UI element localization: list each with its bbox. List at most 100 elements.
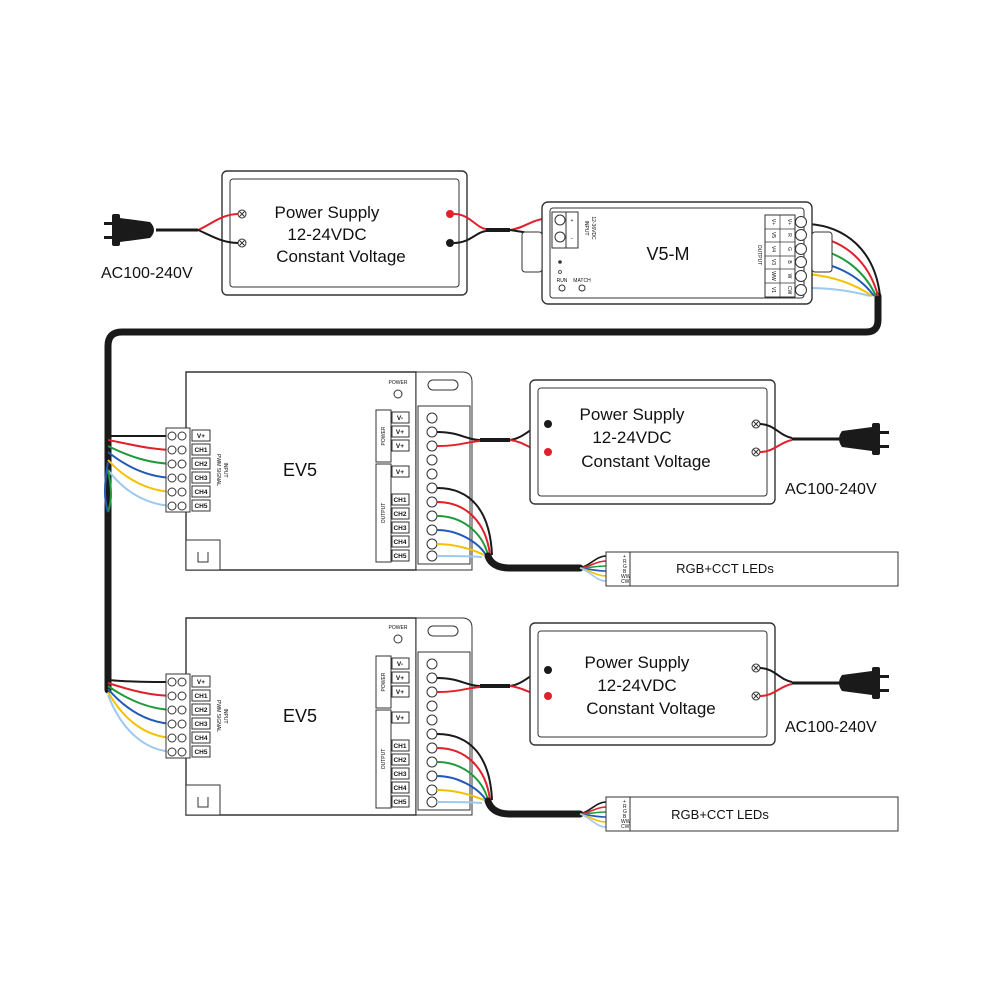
dc-positive-terminal — [446, 210, 454, 218]
dc-positive-terminal — [544, 692, 552, 700]
controller-output-label: OUTPUT — [756, 245, 762, 266]
svg-text:CW: CW — [786, 286, 792, 295]
status-led-icon — [393, 634, 403, 644]
repeater-1-input-wires — [104, 434, 177, 513]
controller-input-label: INPUT — [583, 221, 589, 236]
svg-text:CW: CW — [621, 824, 630, 830]
controller-output-terminals: V+ R G B W CW V+ V5 V4 V3 WW V1 — [764, 214, 807, 298]
dc-positive-terminal — [544, 448, 552, 456]
svg-text:G: G — [623, 564, 627, 570]
controller-input-voltage: 12-36VDC — [590, 216, 596, 240]
svg-text:R: R — [786, 233, 792, 237]
screw-terminal-icon — [751, 663, 761, 701]
svg-text:CH5: CH5 — [194, 503, 207, 510]
led-strip-1-label: RGB+CCT LEDs — [676, 561, 774, 576]
svg-text:R: R — [623, 804, 627, 810]
ac-plug-icon — [839, 667, 889, 699]
svg-text:WW: WW — [621, 819, 631, 825]
svg-text:B: B — [786, 260, 792, 264]
svg-text:CH5: CH5 — [393, 553, 406, 560]
signal-bus-cable — [104, 292, 882, 694]
svg-text:V-: V- — [397, 415, 403, 422]
repeater-1-output-group: OUTPUT — [381, 503, 387, 524]
power-supply-1: Power Supply 12-24VDC Constant Voltage — [221, 170, 468, 296]
mounting-slot-icon — [197, 552, 209, 563]
svg-text:V3: V3 — [770, 259, 776, 265]
repeater-2-name: EV5 — [283, 706, 317, 726]
power-supply-1-line3: Constant Voltage — [276, 247, 405, 266]
repeater-2-input-label: INPUT — [222, 709, 228, 724]
repeater-1-input-sub: PWM SIGNAL — [215, 454, 221, 486]
svg-text:R: R — [623, 559, 627, 565]
ac-plug-icon — [104, 214, 154, 246]
svg-text:V1: V1 — [770, 287, 776, 293]
svg-text:CH4: CH4 — [393, 785, 406, 792]
power-supply-3: Power Supply 12-24VDC Constant Voltage — [529, 622, 776, 746]
repeater-2-output-group: OUTPUT — [381, 749, 387, 770]
status-led-icon — [393, 389, 403, 399]
power-supply-2-line2: 12-24VDC — [592, 428, 671, 447]
ac-input-wires-1 — [156, 213, 239, 244]
svg-text:CH3: CH3 — [194, 475, 207, 482]
svg-text:B: B — [623, 814, 627, 820]
repeater-ev5-2: POWER EV5 V+ CH1 CH2 CH3 CH4 CH5 INPUT P… — [165, 617, 473, 816]
power-supply-1-line2: 12-24VDC — [287, 225, 366, 244]
match-button[interactable] — [578, 284, 586, 292]
svg-text:CH1: CH1 — [194, 693, 207, 700]
led-strip-1: + R G B WW CW RGB+CCT LEDs — [605, 551, 899, 587]
svg-text:V+: V+ — [396, 689, 404, 696]
repeater-1-right-labels: V- V+ V+ V+ CH1 CH2 CH3 CH4 CH5 — [391, 411, 410, 562]
repeater-2-power-group: POWER — [381, 672, 387, 691]
power-supply-3-line2: 12-24VDC — [597, 676, 676, 695]
led-cable-1 — [484, 552, 584, 572]
svg-text:G: G — [786, 247, 792, 251]
ac-label-3: AC100-240V — [785, 719, 877, 736]
svg-text:CH2: CH2 — [393, 511, 406, 518]
svg-text:CH5: CH5 — [393, 799, 406, 806]
svg-text:V+: V+ — [396, 715, 404, 722]
svg-text:V+: V+ — [396, 675, 404, 682]
svg-text:V+: V+ — [396, 429, 404, 436]
svg-text:CH3: CH3 — [393, 525, 406, 532]
repeater-1-name: EV5 — [283, 460, 317, 480]
svg-text:V+: V+ — [396, 443, 404, 450]
svg-text:CH3: CH3 — [393, 771, 406, 778]
power-led-label: POWER — [389, 625, 408, 631]
repeater-1-power-group: POWER — [381, 426, 387, 445]
repeater-1-input-labels: V+ CH1 CH2 CH3 CH4 CH5 — [191, 429, 211, 512]
dc-negative-terminal — [544, 666, 552, 674]
led-cable-2 — [484, 797, 584, 818]
power-supply-3-line3: Constant Voltage — [586, 699, 715, 718]
power-supply-2-line3: Constant Voltage — [581, 452, 710, 471]
power-led-label: POWER — [389, 380, 408, 386]
led-strip-2: + R G B WW CW RGB+CCT LEDs — [605, 796, 899, 832]
status-led-icon — [558, 260, 562, 264]
repeater-1-right-terminals — [426, 412, 438, 562]
mounting-slot-icon — [197, 797, 209, 808]
screw-terminal-icon — [237, 209, 247, 248]
svg-text:W: W — [786, 274, 792, 279]
svg-text:CH2: CH2 — [194, 707, 207, 714]
svg-text:+: + — [623, 799, 626, 805]
ac-label-1: AC100-240V — [101, 265, 193, 282]
ac-label-2: AC100-240V — [785, 481, 877, 498]
repeater-2-input-labels: V+ CH1 CH2 CH3 CH4 CH5 — [191, 675, 211, 758]
power-supply-2-line1: Power Supply — [580, 405, 685, 424]
svg-text:V+: V+ — [770, 219, 776, 225]
power-supply-2: Power Supply 12-24VDC Constant Voltage — [529, 379, 776, 505]
led-strip-1-wires — [579, 555, 607, 582]
svg-text:G: G — [623, 809, 627, 815]
svg-text:V4: V4 — [770, 246, 776, 252]
run-button[interactable] — [558, 284, 566, 292]
svg-text:CH2: CH2 — [393, 757, 406, 764]
svg-text:CH4: CH4 — [393, 539, 406, 546]
run-label: RUN — [557, 278, 568, 284]
svg-text:V+: V+ — [396, 469, 404, 476]
repeater-2-output-wires — [436, 733, 493, 804]
svg-text:CH2: CH2 — [194, 461, 207, 468]
repeater-1-output-wires — [436, 487, 493, 558]
svg-text:V-: V- — [397, 661, 403, 668]
screw-terminal-icon — [751, 419, 761, 457]
svg-text:CH1: CH1 — [393, 497, 406, 504]
dc-negative-terminal — [544, 420, 552, 428]
